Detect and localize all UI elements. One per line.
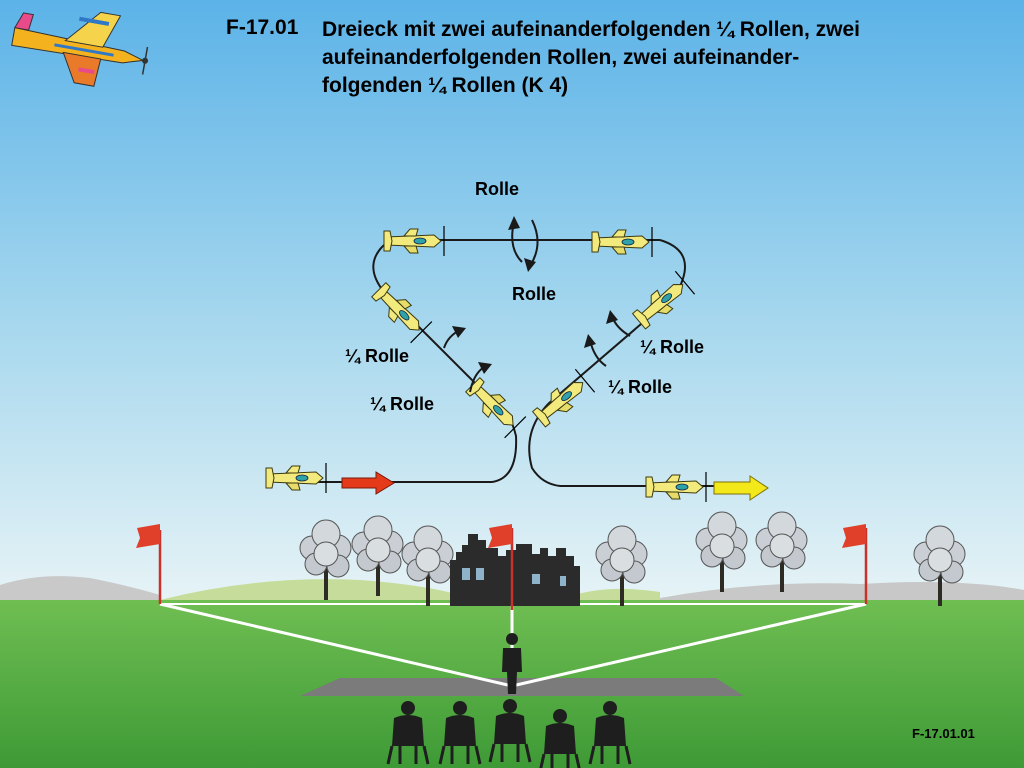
label-roll-mid: Rolle — [512, 284, 556, 304]
castle-icon — [450, 534, 580, 606]
roll-arrowhead-icon — [478, 362, 492, 374]
label-quarter-roll-right-lower: ¼ Rolle — [608, 377, 672, 397]
logo-aircraft-icon — [11, 11, 149, 87]
roll-arrowhead-icon — [584, 334, 596, 348]
figure-title-line: folgenden ¼ Rollen (K 4) — [322, 74, 569, 97]
roll-arrowhead-icon — [452, 326, 466, 338]
figure-title-code: F-17.01 — [226, 16, 299, 39]
sky — [0, 0, 1024, 600]
hill-right — [660, 582, 1024, 605]
hill-green-left — [160, 579, 470, 605]
flag-icon — [842, 524, 868, 604]
flag-icon — [488, 524, 514, 610]
label-roll-top: Rolle — [475, 179, 519, 199]
label-quarter-roll-right-upper: ¼ Rolle — [640, 337, 704, 357]
roll-arrowhead-icon — [524, 258, 536, 272]
figure-title-line: Dreieck mit zwei aufeinanderfolgenden ¼ … — [322, 18, 860, 41]
label-quarter-roll-left-upper: ¼ Rolle — [345, 346, 409, 366]
pilot-icon — [502, 633, 522, 694]
runway — [300, 678, 744, 696]
roll-arrowhead-icon — [606, 310, 618, 324]
exit-arrow-icon — [713, 475, 769, 501]
figure-title-line: aufeinanderfolgenden Rollen, zwei aufein… — [322, 46, 800, 69]
roll-arrowhead-icon — [508, 216, 520, 230]
entry-arrow-icon — [341, 471, 395, 495]
figure-title: Dreieck mit zwei aufeinanderfolgenden ¼ … — [322, 16, 1002, 100]
label-quarter-roll-left-lower: ¼ Rolle — [370, 394, 434, 414]
hill-left — [0, 576, 160, 605]
flag-icon — [136, 524, 162, 604]
figure-code: F-17.01.01 — [912, 726, 975, 741]
